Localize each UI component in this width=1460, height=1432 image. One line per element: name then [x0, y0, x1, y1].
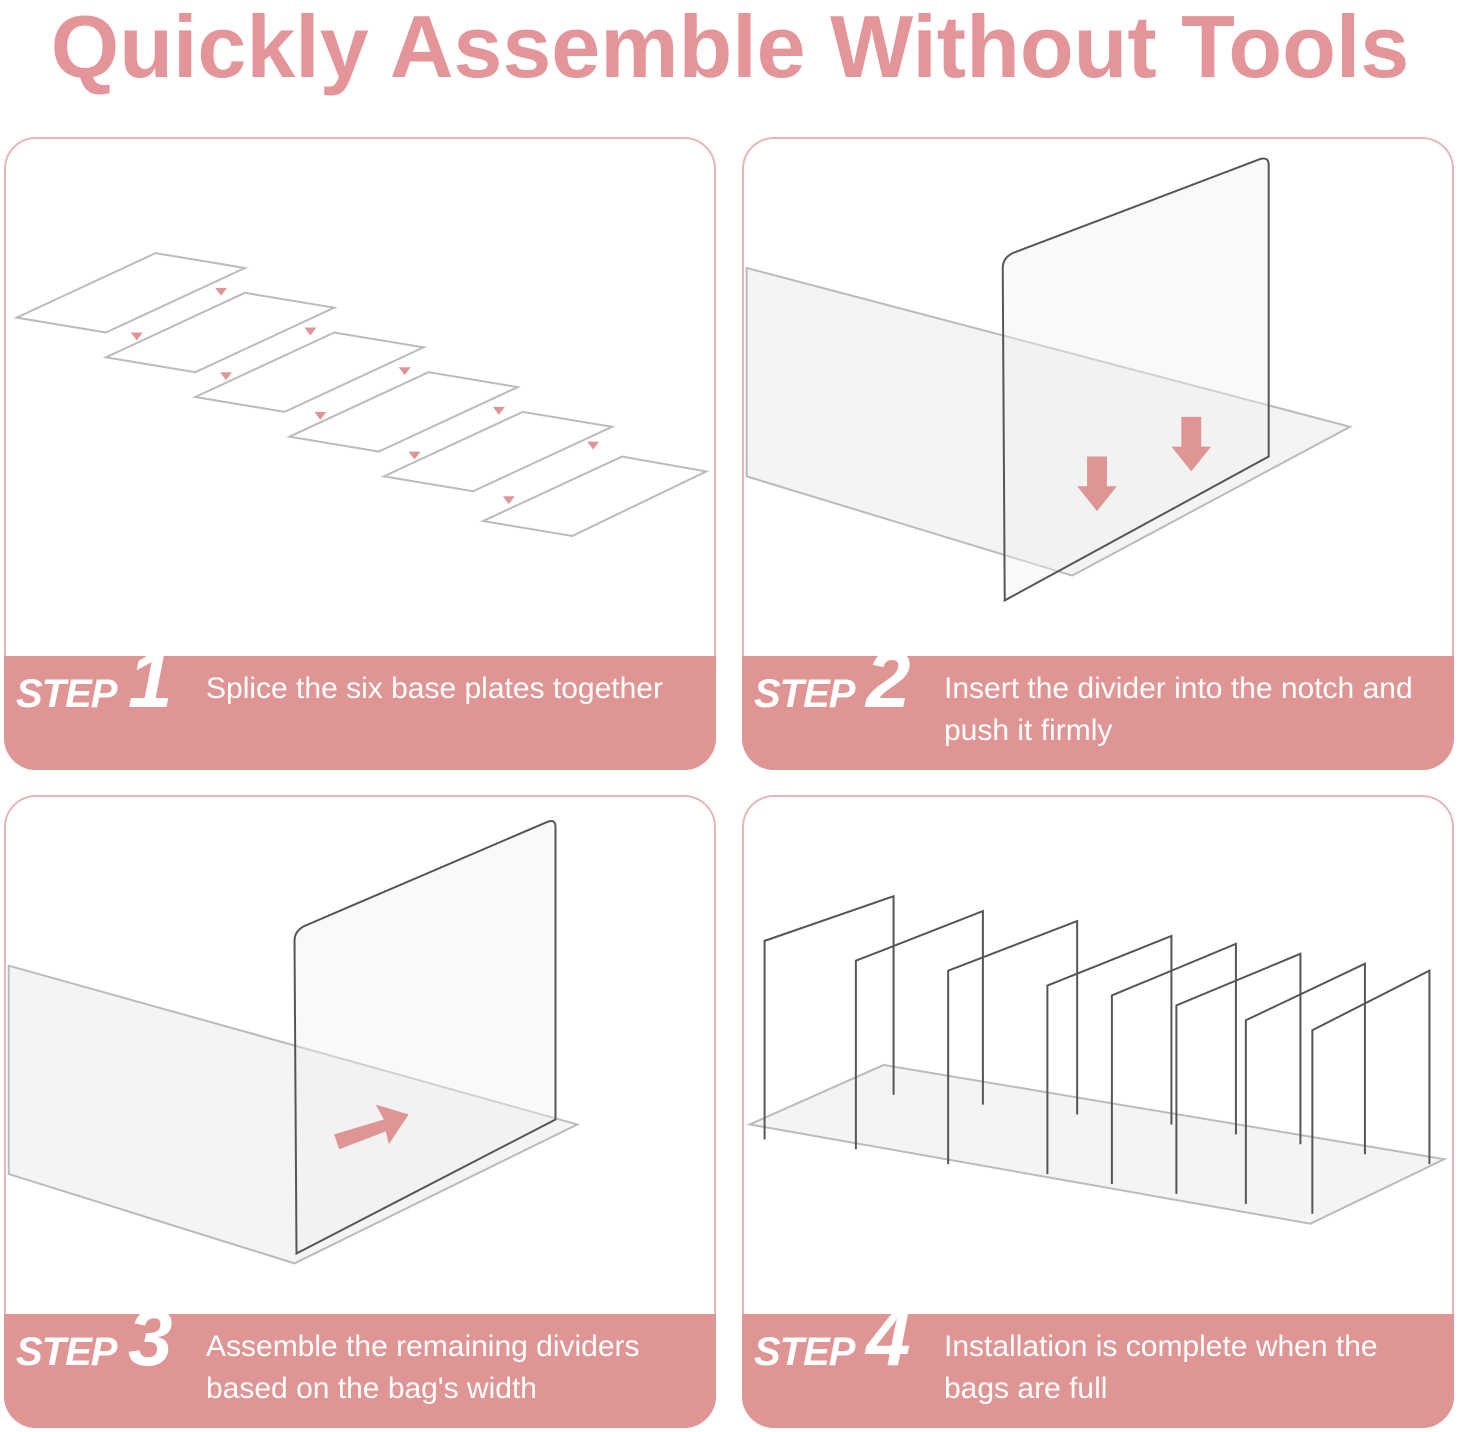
base-plates-illustration	[13, 252, 710, 537]
completed-organizer-illustration	[746, 894, 1448, 1225]
step-description: Assemble the remaining dividers based on…	[206, 1330, 640, 1405]
step-3-panel: STEP 3 Assemble the remaining dividers b…	[4, 795, 716, 1428]
step-label: STEP	[16, 672, 117, 716]
page-title: Quickly Assemble Without Tools	[50, 0, 1410, 96]
step-description: Installation is complete when the bags a…	[944, 1330, 1378, 1405]
step-number: 2	[866, 635, 911, 724]
step-number: 1	[128, 635, 173, 724]
step-2-caption: STEP 2 Insert the divider into the notch…	[742, 635, 1454, 770]
insert-divider-illustration	[745, 157, 1353, 603]
step-number: 3	[128, 1293, 173, 1382]
step-label: STEP	[754, 672, 855, 716]
step-4-caption: STEP 4 Installation is complete when the…	[742, 1293, 1454, 1428]
step-1-caption: STEP 1 Splice the six base plates togeth…	[4, 635, 716, 770]
step-number: 4	[866, 1293, 911, 1382]
step-label: STEP	[16, 1330, 117, 1374]
step-2-panel: STEP 2 Insert the divider into the notch…	[742, 137, 1454, 770]
remaining-dividers-illustration	[7, 820, 581, 1265]
step-description: Insert the divider into the notch and pu…	[944, 672, 1413, 747]
step-4-panel: STEP 4 Installation is complete when the…	[742, 795, 1454, 1428]
step-1-panel: STEP 1 Splice the six base plates togeth…	[4, 137, 716, 770]
step-3-caption: STEP 3 Assemble the remaining dividers b…	[4, 1293, 716, 1428]
step-label: STEP	[754, 1330, 855, 1374]
step-description: Splice the six base plates together	[206, 672, 663, 705]
